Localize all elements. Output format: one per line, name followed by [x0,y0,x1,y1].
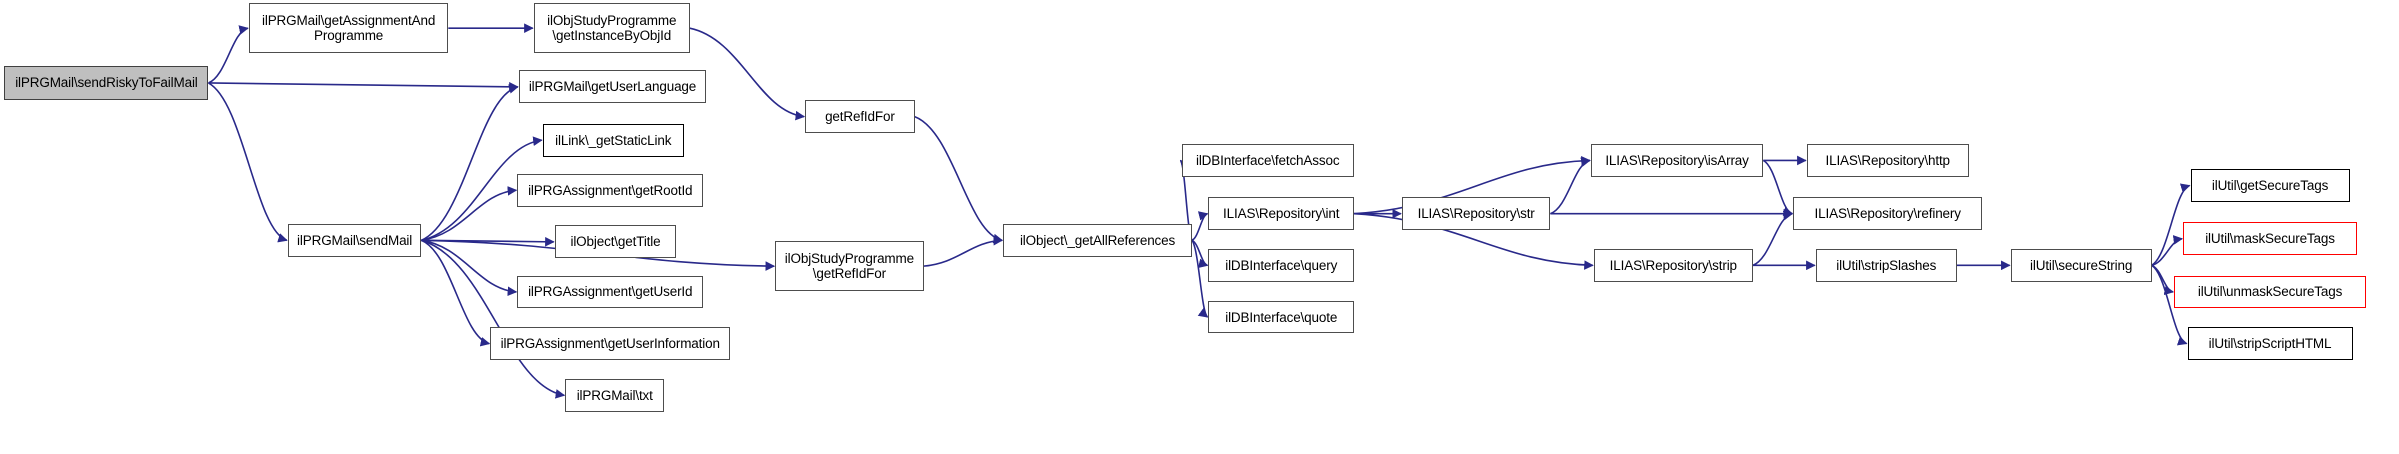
graph-node-secureString[interactable]: ilUtil\secureString [2010,248,2152,282]
graph-node-repoStrip[interactable]: ILIAS\Repository\strip [1593,248,1753,282]
graph-node-getUserId[interactable]: ilPRGAssignment\getUserId [517,275,704,309]
graph-node-fetchAssoc[interactable]: ilDBInterface\fetchAssoc [1181,144,1354,177]
edge-sendRiskyToFailMail-to-sendMail [208,82,288,243]
edge-sendRiskyToFailMail-to-getUserLanguage [208,81,519,92]
graph-node-repoHttp[interactable]: ILIAS\Repository\http [1806,144,1969,177]
graph-node-maskSecureTags[interactable]: ilUtil\maskSecureTags [2183,222,2357,256]
edge-sendMail-to-txt [421,239,566,399]
graph-node-studyProgGetRefIdFor[interactable]: ilObjStudyProgramme \getRefIdFor [775,241,924,292]
graph-node-getRootId[interactable]: ilPRGAssignment\getRootId [517,173,704,207]
edge-repoStr-to-repoIsArray [1549,157,1591,215]
graph-node-sendRiskyToFailMail[interactable]: ilPRGMail\sendRiskyToFailMail [4,65,209,101]
edge-sendRiskyToFailMail-to-getAssignmentAndProgramme [208,25,249,84]
graph-node-getRefIdFor[interactable]: getRefIdFor [805,100,915,134]
edge-repoStrip-to-repoRefinery [1752,210,1794,267]
edge-sendMail-to-getTitle [421,236,555,247]
graph-node-dbQuery[interactable]: ilDBInterface\query [1208,248,1354,282]
edge-getInstanceByObjId-to-getRefIdFor [689,27,806,121]
graph-node-getUserLanguage[interactable]: ilPRGMail\getUserLanguage [518,70,707,104]
edge-getAllReferences-to-dbQuote [1191,239,1209,318]
edge-secureString-to-unmaskSecureTags [2151,264,2175,296]
edge-sendMail-to-getUserLanguage [421,84,519,242]
edge-studyProgGetRefIdFor-to-getAllReferences [923,235,1004,267]
edge-secureString-to-maskSecureTags [2151,235,2184,267]
graph-node-getUserInformation[interactable]: ilPRGAssignment\getUserInformation [490,327,731,361]
graph-node-stripScriptHTML[interactable]: ilUtil\stripScriptHTML [2187,327,2353,361]
graph-node-txt[interactable]: ilPRGMail\txt [565,378,665,412]
edge-sendMail-to-getUserId [421,239,518,297]
edge-repoIsArray-to-repoRefinery [1762,159,1794,216]
graph-node-repoStr[interactable]: ILIAS\Repository\str [1401,197,1551,231]
graph-node-sendMail[interactable]: ilPRGMail\sendMail [287,223,422,257]
graph-node-getSecureTags[interactable]: ilUtil\getSecureTags [2190,169,2350,202]
graph-node-dbQuote[interactable]: ilDBInterface\quote [1208,300,1354,334]
graph-node-getInstanceByObjId[interactable]: ilObjStudyProgramme \getInstanceByObjId [533,3,690,54]
graph-node-getStaticLink[interactable]: ilLink\_getStaticLink [542,123,684,157]
graph-node-getAllReferences[interactable]: ilObject\_getAllReferences [1003,223,1192,257]
edge-getRefIdFor-to-getAllReferences [914,115,1004,244]
graph-node-getTitle[interactable]: ilObject\getTitle [554,225,677,259]
graph-node-repoIsArray[interactable]: ILIAS\Repository\isArray [1590,144,1764,177]
edge-getAllReferences-to-dbQuery [1191,239,1209,268]
graph-node-unmaskSecureTags[interactable]: ilUtil\unmaskSecureTags [2174,275,2366,309]
edge-sendMail-to-getRootId [421,186,518,242]
graph-node-stripSlashes[interactable]: ilUtil\stripSlashes [1815,248,1957,282]
edge-sendMail-to-getUserInformation [420,239,491,347]
graph-node-getAssignmentAndProgramme[interactable]: ilPRGMail\getAssignmentAnd Programme [248,3,449,54]
edge-getAllReferences-to-repoInt [1191,211,1209,242]
graph-node-repoInt[interactable]: ILIAS\Repository\int [1208,197,1354,231]
graph-node-repoRefinery[interactable]: ILIAS\Repository\refinery [1793,197,1983,231]
